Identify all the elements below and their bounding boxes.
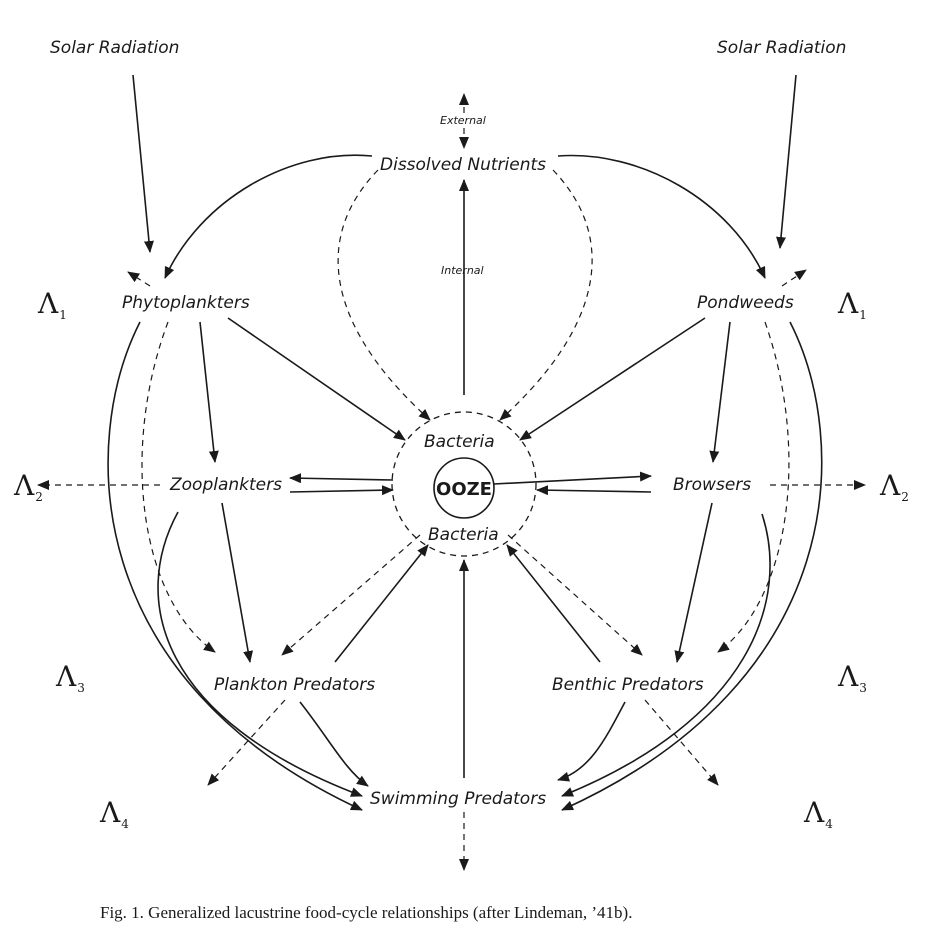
pondweeds-label: Pondweeds bbox=[697, 293, 794, 313]
lambda-4-left: Λ4 bbox=[99, 796, 129, 831]
arrow-nutrients-pondweeds bbox=[557, 154, 766, 279]
arrow-zoo-planktonpred bbox=[221, 502, 254, 663]
trophic-levels: Λ1 Λ1 Λ2 Λ2 Λ3 Λ3 Λ4 Λ4 bbox=[13, 287, 909, 831]
arrow-pondweeds-browsers bbox=[709, 321, 731, 463]
arrow-solar-left bbox=[132, 74, 154, 253]
ooze-circle bbox=[433, 457, 495, 519]
solar-left-label: Solar Radiation bbox=[50, 38, 179, 58]
benthic-predators-label: Benthic Predators bbox=[552, 675, 704, 695]
arrow-browsers-benthicpred bbox=[674, 502, 713, 663]
labels: Solar Radiation Solar Radiation External… bbox=[50, 38, 846, 809]
arrow-nutrients-phyto bbox=[164, 154, 373, 279]
lambda-2-left: Λ2 bbox=[13, 469, 43, 504]
dash-benthicpred-loss bbox=[644, 699, 719, 786]
arrow-phyto-zoo bbox=[199, 321, 219, 463]
arrow-benthicpred-bacteria bbox=[506, 544, 601, 663]
figure-caption: Fig. 1. Generalized lacustrine food-cycl… bbox=[100, 903, 632, 922]
lambda-3-right: Λ3 bbox=[837, 660, 867, 695]
arrow-browsers-swimming bbox=[561, 513, 771, 797]
phytoplankters-label: Phytoplankters bbox=[122, 293, 250, 313]
arrow-solar-right bbox=[776, 74, 797, 249]
dash-pondweeds-loss bbox=[781, 269, 807, 287]
solar-right-label: Solar Radiation bbox=[717, 38, 846, 58]
arrow-phyto-bacteria bbox=[227, 317, 406, 441]
swimming-predators-label: Swimming Predators bbox=[370, 789, 546, 809]
dash-nutrients-bacteria-right bbox=[499, 169, 593, 421]
lambda-2-right: Λ2 bbox=[879, 469, 909, 504]
arrow-ooze-browsers bbox=[493, 471, 652, 485]
external-label: External bbox=[440, 114, 486, 127]
bacteria-top-label: Bacteria bbox=[424, 432, 495, 452]
dash-phyto-loss bbox=[127, 271, 151, 287]
internal-label: Internal bbox=[441, 264, 484, 277]
arrow-pondweeds-bacteria bbox=[519, 317, 706, 441]
lambda-4-right: Λ4 bbox=[803, 796, 833, 831]
arrow-browsers-bacteria bbox=[536, 485, 652, 496]
dash-planktonpred-loss bbox=[207, 699, 286, 786]
arrow-phyto-swimming bbox=[107, 321, 363, 811]
ooze-label: OOZE bbox=[436, 479, 492, 500]
bacteria-bottom-label: Bacteria bbox=[428, 525, 499, 545]
lambda-1-right: Λ1 bbox=[837, 287, 867, 322]
arrow-bacteria-zoo bbox=[289, 473, 394, 484]
arrow-planktonpred-swimming bbox=[299, 701, 369, 787]
zooplankters-label: Zooplankters bbox=[169, 475, 282, 495]
arrow-planktonpred-bacteria bbox=[334, 544, 429, 663]
dashed-arrows bbox=[37, 93, 866, 871]
dissolved-nutrients-label: Dissolved Nutrients bbox=[380, 155, 546, 175]
arrow-pondweeds-swimming bbox=[561, 321, 823, 811]
solid-arrows bbox=[107, 74, 823, 811]
dash-nutrients-bacteria-left bbox=[337, 169, 431, 421]
lambda-3-left: Λ3 bbox=[55, 660, 85, 695]
arrow-benthicpred-swimming bbox=[557, 701, 626, 782]
lambda-1-left: Λ1 bbox=[37, 287, 67, 322]
arrow-zoo-swimming bbox=[157, 511, 363, 797]
arrow-zoo-bacteria bbox=[289, 485, 394, 496]
dash-bacteria-planktonpred bbox=[281, 534, 421, 656]
plankton-predators-label: Plankton Predators bbox=[214, 675, 375, 695]
browsers-label: Browsers bbox=[673, 475, 751, 495]
dash-bacteria-benthicpred bbox=[507, 534, 643, 656]
bacteria-circle bbox=[391, 411, 537, 557]
